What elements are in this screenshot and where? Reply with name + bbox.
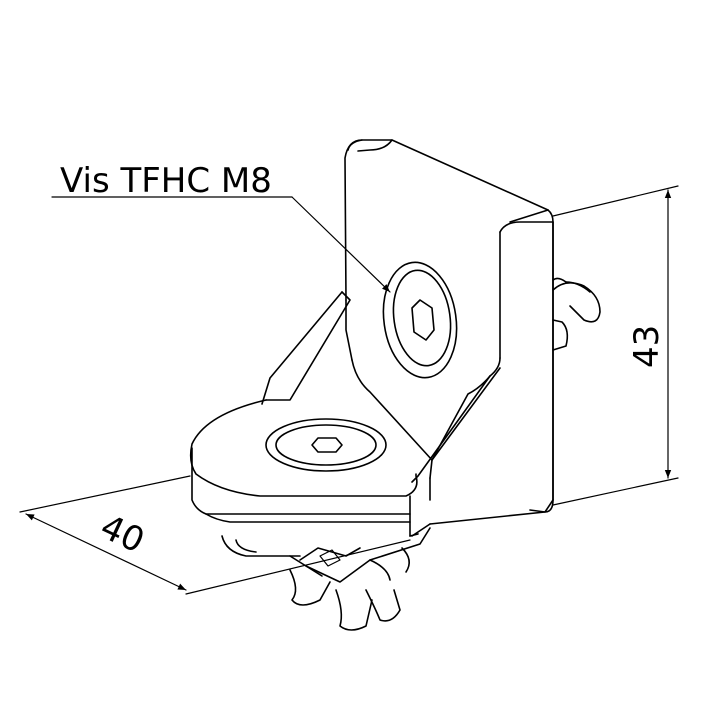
dimension-width: [19, 475, 411, 595]
tnut-right: [552, 277, 601, 351]
screw-vertical: [382, 261, 458, 379]
dimension-height-label: 43: [627, 325, 667, 368]
dimension-line-width: [25, 513, 187, 591]
tnut-bottom: [221, 527, 431, 631]
bracket-side-face: [411, 221, 554, 537]
dimension-width-label: 40: [94, 507, 150, 562]
extension-line-top: [552, 185, 679, 217]
bracket-vertical-plate: [344, 139, 554, 513]
extension-line-left: [19, 475, 191, 513]
extension-line-right: [185, 539, 411, 595]
screw-base: [265, 418, 387, 472]
bracket-gusset: [261, 291, 501, 483]
callout-label: Vis TFHC M8: [60, 161, 272, 201]
callout-leader: [51, 196, 391, 293]
extension-line-bottom: [552, 477, 679, 506]
dimension-height: [552, 185, 679, 506]
